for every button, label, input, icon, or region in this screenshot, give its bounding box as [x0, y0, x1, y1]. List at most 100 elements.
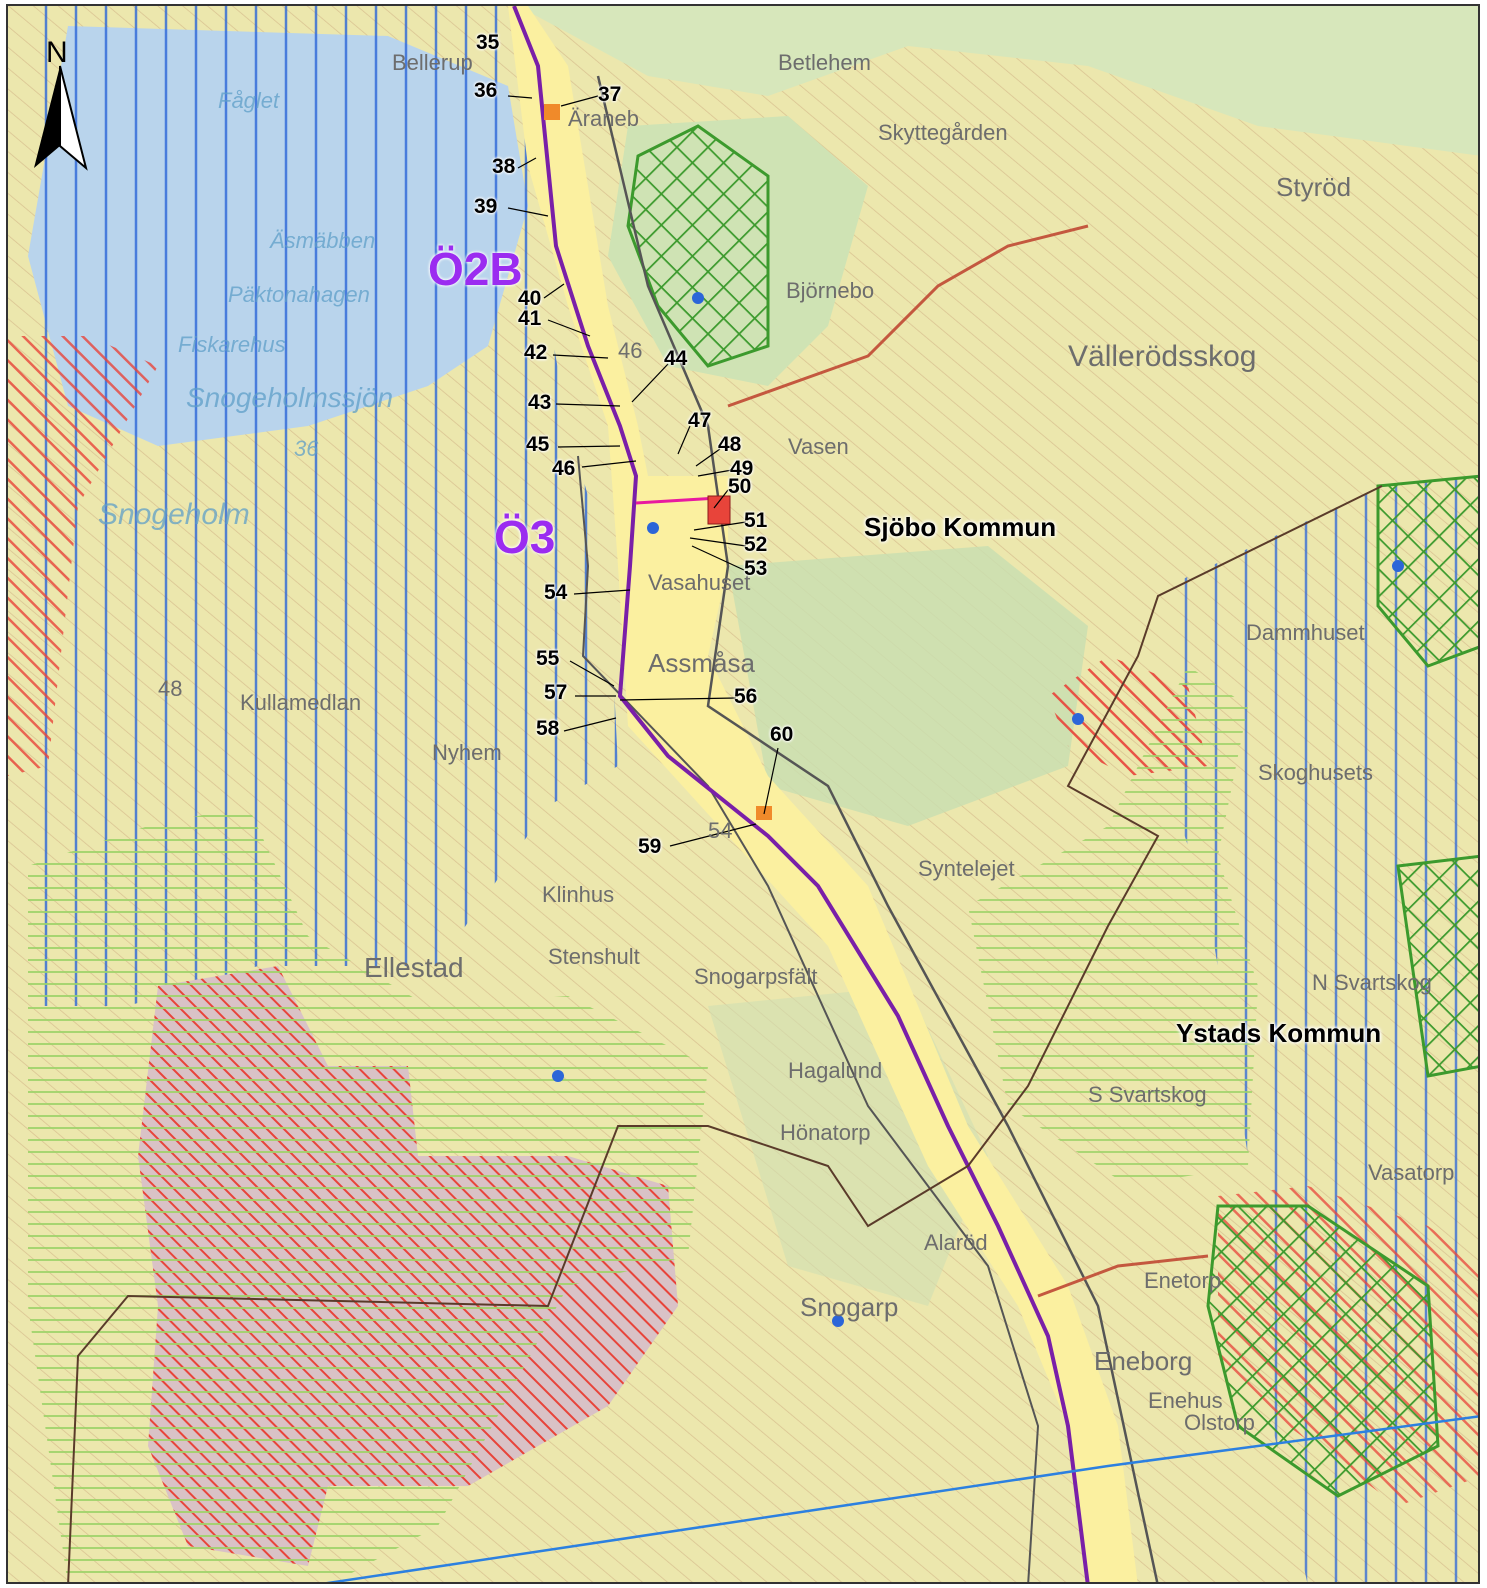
place-dammhuset: Dammhuset [1246, 620, 1365, 645]
site-marker-37 [544, 104, 560, 120]
site-number-38: 38 [492, 155, 516, 178]
place-snogeholm: Snogeholm [98, 498, 250, 531]
red-road [727, 224, 1089, 408]
site-number-36: 36 [474, 79, 498, 102]
site-number-41: 41 [518, 307, 542, 330]
place-snogeholmssjon: Snogeholmssjön [186, 382, 394, 413]
place-nyhem: Nyhem [432, 740, 502, 765]
site-number-43: 43 [528, 391, 552, 414]
place-elev46: 46 [618, 338, 643, 363]
site-number-48: 48 [718, 433, 742, 456]
site-number-40: 40 [518, 287, 542, 310]
site-number-51: 51 [744, 509, 768, 532]
north-arrow-label: N [46, 36, 68, 69]
place-klinthus: Klinhus [542, 882, 615, 907]
site-number-58: 58 [536, 717, 560, 740]
nature-reserve-north [626, 124, 770, 368]
site-number-44: 44 [664, 347, 688, 370]
place-vallerodsskog: Vällerödsskog [1068, 340, 1257, 373]
place-bjornebo: Björnebo [786, 278, 875, 303]
place-s-svartskog: S Svartskog [1088, 1082, 1207, 1107]
place-betlehem: Betlehem [778, 50, 871, 75]
place-enehus: Enehus [1148, 1388, 1223, 1413]
site-number-59: 59 [638, 835, 662, 858]
natura-zone-southwest [28, 806, 708, 1582]
site-number-50: 50 [728, 475, 752, 498]
place-paltonahagen: Päktonahagen [228, 282, 370, 307]
wells-marker-6 [832, 1315, 844, 1327]
place-skyttegarden: Skyttegården [878, 120, 1008, 145]
site-number-60: 60 [770, 723, 794, 746]
route-label-o2b: Ö2B [428, 243, 523, 295]
corridor-edge-left [577, 455, 1040, 1582]
map-frame[interactable]: N Ö2B Ö3 Sjöbo Kommun Ystads Kommun Bell… [6, 4, 1480, 1584]
place-skoghuset: Skoghusets [1258, 760, 1373, 785]
site-number-54: 54 [544, 581, 568, 604]
site-number-55: 55 [536, 647, 560, 670]
municipality-label-ystad: Ystads Kommun [1176, 1018, 1382, 1048]
route-label-o3: Ö3 [494, 511, 556, 563]
nature-reserve-east-edge [1376, 474, 1478, 668]
place-snogarp: Snogarp [800, 1292, 899, 1322]
map-canvas[interactable] [8, 6, 1480, 1584]
place-hagalund: Hagalund [788, 1058, 883, 1083]
place-svartskog: N Svartskog [1312, 970, 1432, 995]
site-number-57: 57 [544, 681, 568, 704]
place-vasen: Vasen [788, 434, 849, 459]
site-number-37: 37 [598, 83, 622, 106]
place-bellerup: Bellerup [392, 50, 473, 75]
place-alarod: Alaröd [924, 1230, 988, 1255]
place-vasatorp: Vasatorp [1368, 1160, 1455, 1185]
site-number-45: 45 [526, 433, 550, 456]
corridor-edge-right [596, 75, 1159, 1582]
wells-marker-5 [1392, 560, 1404, 572]
nature-reserve-southeast [1206, 1204, 1440, 1498]
site-number-56: 56 [734, 685, 758, 708]
site-number-47: 47 [688, 409, 712, 432]
wells-marker-2 [692, 292, 704, 304]
place-elev48: 48 [158, 676, 183, 701]
place-syntelejet: Syntelejet [918, 856, 1015, 881]
place-kullamedlan: Kullamedlan [240, 690, 362, 715]
place-faglet: Fåglet [218, 88, 280, 113]
site-number-39: 39 [474, 195, 498, 218]
route-line [512, 6, 1090, 1582]
place-fiskarehus: Fiskarehus [178, 332, 286, 357]
agri-zone-west-strip [8, 336, 158, 776]
place-aranebo: Äraneb [568, 106, 639, 131]
site-number-53: 53 [744, 557, 768, 580]
natura-zone-east [968, 666, 1258, 1186]
site-number-42: 42 [524, 341, 548, 364]
site-number-52: 52 [744, 533, 768, 556]
zone-boundary [635, 496, 719, 505]
place-assmasa: Assmåsa [648, 648, 755, 678]
blue-line-south [326, 1415, 1478, 1582]
site-marker-50 [707, 495, 731, 525]
place-elev36: 36 [294, 436, 319, 461]
place-enetorp: Enetorp [1144, 1268, 1222, 1293]
municipality-boundary [67, 485, 1383, 1582]
place-elev54: 54 [708, 818, 733, 843]
place-vasahuset: Vasahuset [648, 570, 751, 595]
place-snogarpsfalt: Snogarpsfält [694, 964, 818, 989]
site-number-46: 46 [552, 457, 576, 480]
place-honatorp: Hönatorp [780, 1120, 871, 1145]
place-eneborg: Eneborg [1094, 1346, 1193, 1376]
place-olstorp: Olstorp [1184, 1410, 1255, 1435]
place-stenshult: Stenshult [548, 944, 640, 969]
forest-area-middle [728, 546, 1088, 826]
place-asmabben: Äsmäbben [270, 228, 376, 253]
site-number-49: 49 [730, 457, 754, 480]
site-number-35: 35 [476, 31, 500, 54]
municipality-label-sjobo: Sjöbo Kommun [864, 512, 1057, 542]
water-protection-zone-west [28, 6, 618, 1006]
wells-marker-4 [1072, 713, 1084, 725]
place-styrod: Styröd [1276, 172, 1352, 202]
forest-area-north [518, 6, 1478, 156]
nature-reserve-east-small [1396, 854, 1478, 1078]
wells-marker [647, 522, 659, 534]
red-road-south [1037, 1254, 1209, 1298]
wells-marker-3 [552, 1070, 564, 1082]
north-arrow-icon [34, 65, 88, 171]
place-ellestad: Ellestad [364, 952, 464, 983]
